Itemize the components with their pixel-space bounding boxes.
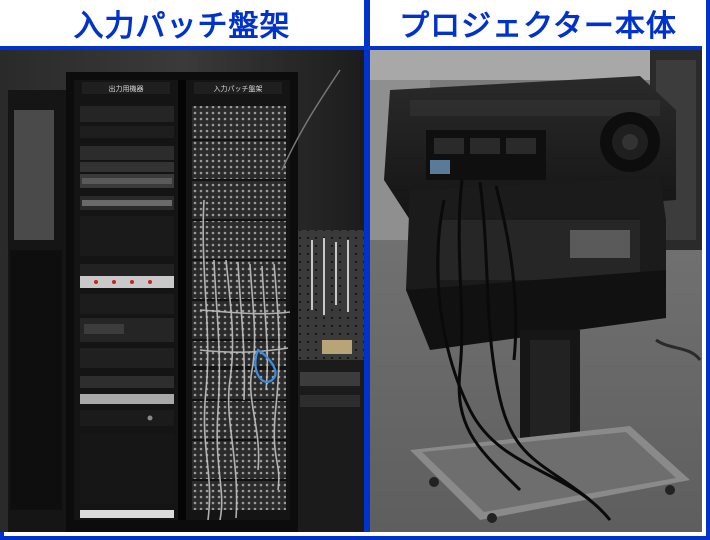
projector-photo: [370, 50, 702, 532]
horizontal-divider: [0, 46, 702, 50]
vertical-divider: [364, 0, 370, 532]
patch-rack-photo: 出力用機器 入力パッチ盤架: [0, 50, 364, 532]
panel-title-projector: プロジェクター本体: [370, 0, 706, 46]
rack-label-left: 出力用機器: [109, 84, 144, 93]
rack-label-right: 入力パッチ盤架: [214, 84, 263, 93]
panel-title-patch-rack: 入力パッチ盤架: [0, 0, 364, 46]
